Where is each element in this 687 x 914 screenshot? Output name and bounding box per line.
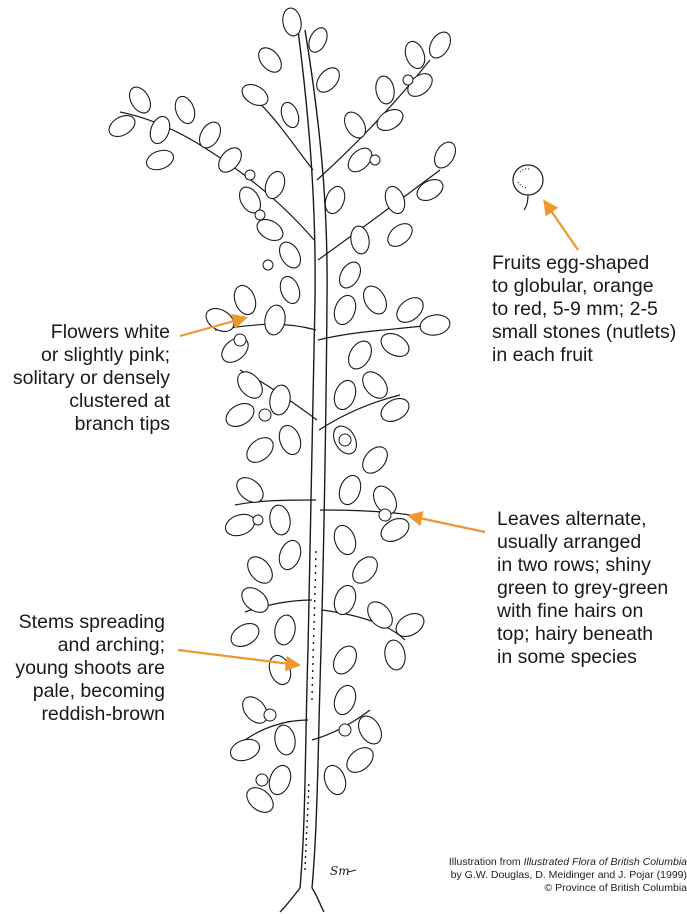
credit-line-2: by G.W. Douglas, D. Meidinger and J. Poj… — [404, 869, 687, 882]
stems-label: Stems spreading and arching; young shoot… — [0, 611, 165, 726]
credit-line-3: © Province of British Columbia — [404, 882, 687, 895]
credit-book-title: Illustrated Flora of British Columbia — [524, 856, 687, 868]
flowers-label: Flowers white or slightly pink; solitary… — [0, 321, 170, 436]
illustration-credit: Illustration from Illustrated Flora of B… — [404, 856, 687, 895]
svg-text:Sm: Sm — [330, 864, 350, 878]
artist-signature: Sm — [330, 864, 356, 878]
fruit-illustration — [513, 165, 543, 210]
fruits-label: Fruits egg-shaped to globular, orange to… — [492, 252, 687, 367]
leaves-label: Leaves alternate, usually arranged in tw… — [497, 508, 687, 669]
arrow-fruits — [545, 202, 578, 250]
credit-line-1: Illustration from Illustrated Flora of B… — [404, 856, 687, 869]
credit-prefix: Illustration from — [449, 856, 524, 868]
arrow-leaves — [410, 516, 485, 532]
